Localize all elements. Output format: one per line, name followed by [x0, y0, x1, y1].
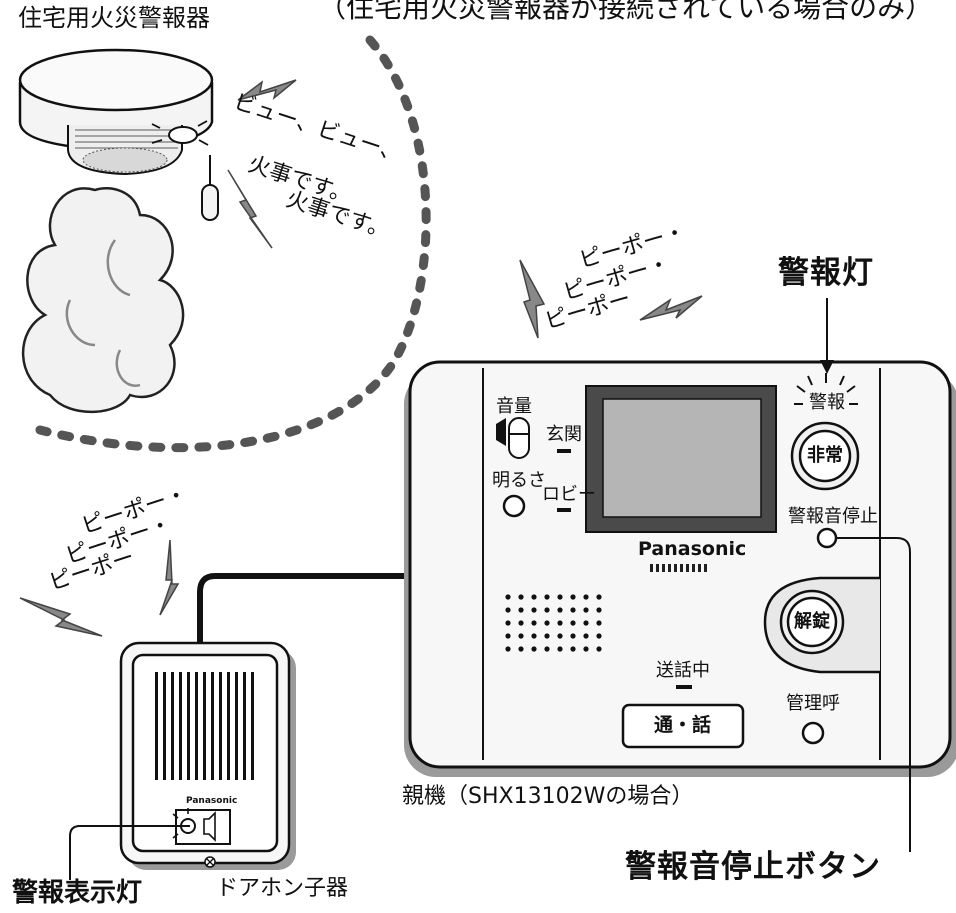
emergency-button[interactable]: 非常	[807, 445, 843, 466]
manager-call-label: 管理呼	[786, 693, 840, 714]
manager-call-button[interactable]	[803, 723, 823, 743]
volume-label: 音量	[496, 396, 532, 417]
sending-label: 送話中	[656, 660, 710, 681]
monitor-unit-body	[404, 360, 956, 777]
monitor-caption: 親機（SHX13102Wの場合）	[402, 784, 694, 809]
warning-light-callout: 警報灯	[778, 255, 874, 291]
smoke-alarm-label: 住宅用火災警報器	[18, 4, 210, 32]
entrance-label: 玄関	[546, 424, 582, 445]
callout-lines	[69, 298, 911, 880]
brightness-label: 明るさ	[492, 470, 546, 491]
door-unit-body	[119, 641, 296, 870]
wiring	[197, 573, 408, 648]
talk-button[interactable]: 通・話	[654, 714, 712, 736]
display-light-callout: 警報表示灯	[12, 878, 143, 908]
door-unit-brand: Panasonic	[186, 796, 238, 806]
door-unit-caption: ドアホン子器	[216, 876, 349, 901]
lobby-label: ロビー	[542, 484, 596, 505]
monitor-brand: Panasonic	[638, 538, 747, 560]
alarm-led-label: 警報	[809, 392, 845, 413]
smoke-alarm-icon	[18, 48, 219, 221]
smoke-icon	[21, 187, 185, 414]
alarm-stop-button[interactable]	[817, 528, 837, 548]
wireless-range-dots	[35, 35, 431, 453]
alarm-stop-label: 警報音停止	[788, 506, 878, 527]
unlock-button[interactable]: 解錠	[794, 611, 830, 632]
signal-bolt-icons	[19, 79, 703, 637]
stop-button-callout: 警報音停止ボタン	[625, 849, 881, 885]
header-note: （住宅用火災警報器が接続されている場合のみ）	[318, 0, 934, 24]
